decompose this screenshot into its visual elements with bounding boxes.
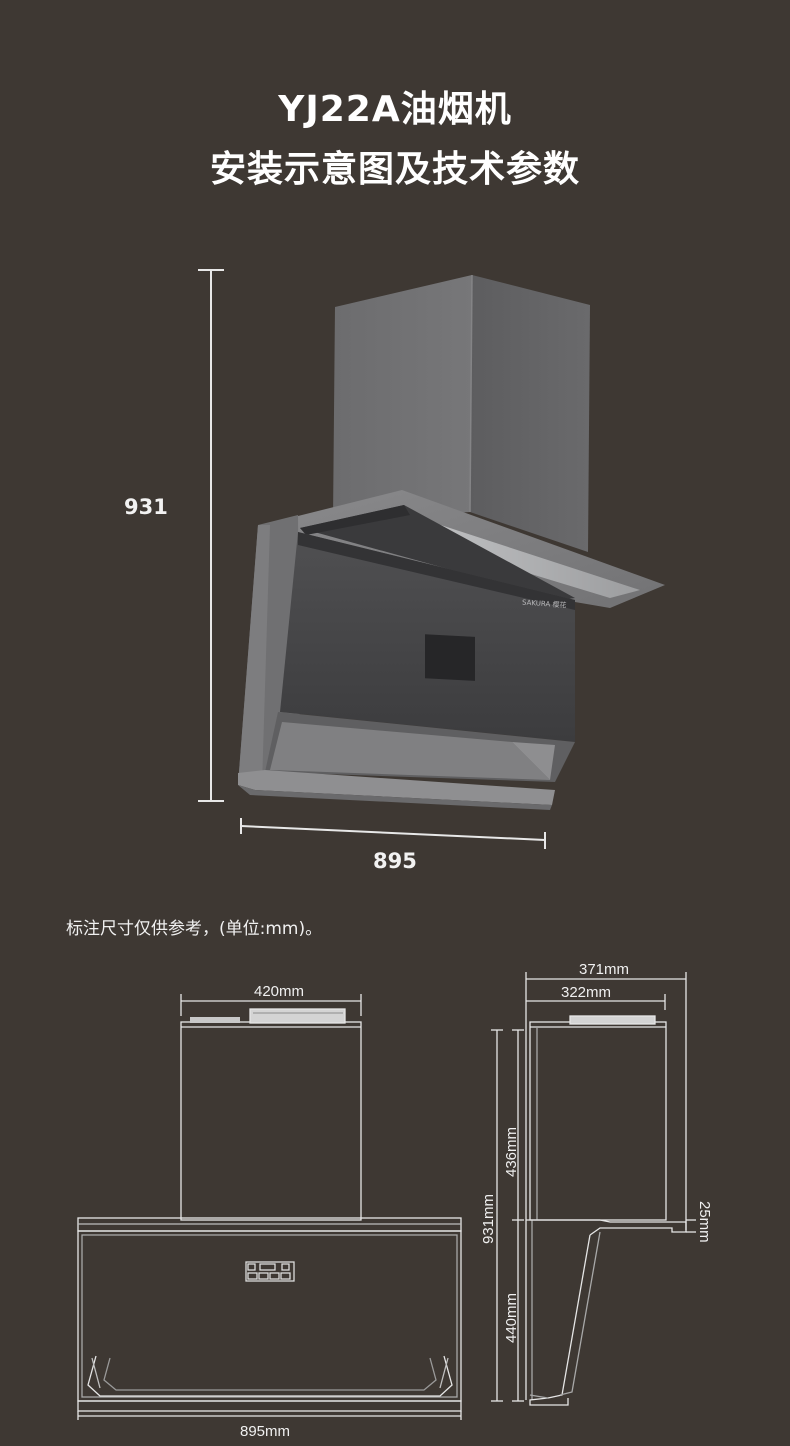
- side-total-height-label: 931mm: [480, 1193, 497, 1244]
- front-top-width-label: 420mm: [254, 983, 305, 1000]
- hood-bottom-tray: [238, 770, 555, 805]
- page-subtitle: 安装示意图及技术参数: [209, 149, 580, 190]
- side-upper-height-label: 436mm: [503, 1126, 520, 1177]
- side-inner-depth-label: 322mm: [561, 984, 612, 1001]
- display-screen: [425, 634, 475, 681]
- side-view: [491, 972, 696, 1406]
- width-value: 895: [373, 849, 417, 873]
- hood-chimney: [333, 274, 590, 552]
- height-value: 931: [124, 495, 168, 519]
- side-lip-height-label: 25mm: [696, 1201, 713, 1243]
- front-bottom-width-label: 895mm: [240, 1423, 291, 1440]
- side-outer-depth-label: 371mm: [579, 961, 630, 978]
- page-title: YJ22A油烟机: [278, 89, 512, 130]
- side-lower-height-label: 440mm: [503, 1292, 520, 1343]
- height-dimension-line: [198, 269, 224, 802]
- front-view: [77, 994, 462, 1420]
- width-dimension-line: [240, 818, 546, 849]
- units-note: 标注尺寸仅供参考，(单位:mm)。: [66, 919, 323, 939]
